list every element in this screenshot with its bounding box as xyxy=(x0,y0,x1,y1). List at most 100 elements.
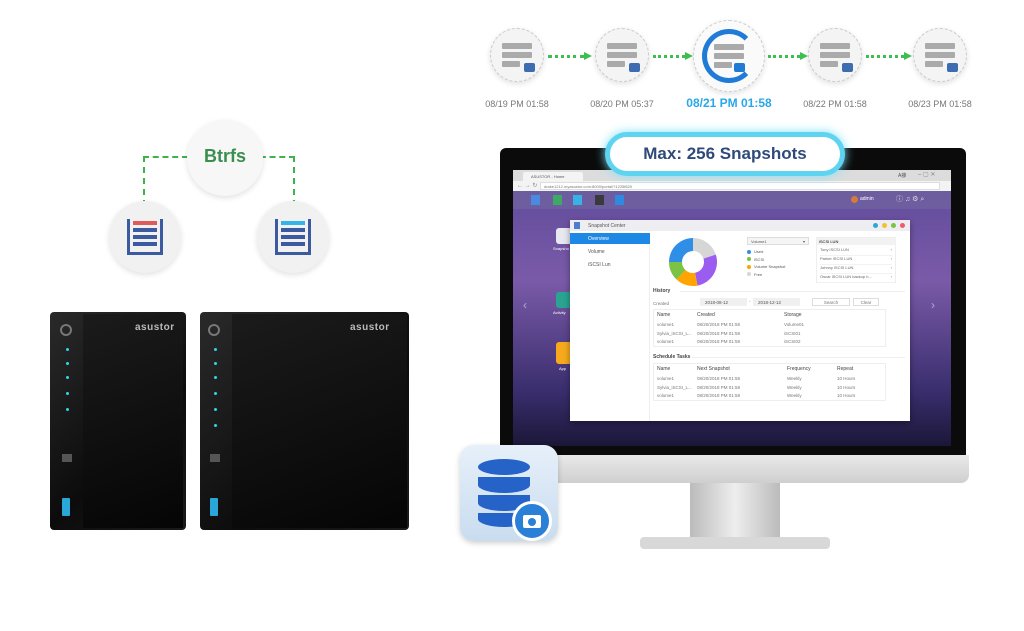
column-header[interactable]: Storage xyxy=(784,312,802,318)
desktop-icon-label: Snapsho xyxy=(553,246,569,251)
column-header[interactable]: Frequency xyxy=(787,366,811,372)
asustor-logo: asustor xyxy=(350,322,390,333)
help-button[interactable] xyxy=(873,223,878,228)
snapshot-node xyxy=(913,28,967,82)
close-button[interactable] xyxy=(900,223,905,228)
desktop-icon[interactable] xyxy=(556,292,572,308)
legend-label: Volume Snapshot xyxy=(754,264,786,269)
snapshot-time: 08/20 PM 05:37 xyxy=(590,99,654,109)
app-icon[interactable] xyxy=(531,195,540,205)
legend-item: Used xyxy=(747,249,785,254)
snapshot-center-window: Snapshot Center Overview Volume iSCSI Lu… xyxy=(570,220,910,421)
column-header[interactable]: Name xyxy=(657,366,671,372)
app-icon[interactable] xyxy=(573,195,582,205)
iscsi-lun-list: iSCSI LUN Tony iSCSI LUN›Parker iSCSI LU… xyxy=(816,237,896,283)
table-cell: volume1 xyxy=(657,322,675,327)
table-cell: iSCSI01 xyxy=(784,330,801,336)
avatar[interactable] xyxy=(851,196,858,203)
max-snapshots-text: Max: 256 Snapshots xyxy=(643,144,807,163)
column-header[interactable]: Name xyxy=(657,312,671,318)
snapshot-node xyxy=(808,28,862,82)
schedule-title: Schedule Tasks xyxy=(653,354,691,360)
window-controls[interactable]: – ▢ ✕ xyxy=(918,172,936,178)
arrow-icon xyxy=(653,52,693,60)
column-header[interactable]: Next Snapshot xyxy=(697,366,730,372)
taskbar-icons[interactable]: ⓘ ♫ ⚙ ⌕ xyxy=(896,196,925,203)
legend-item: Free xyxy=(747,272,785,277)
next-icon[interactable]: › xyxy=(931,298,935,312)
server-icon xyxy=(607,40,637,70)
camera-icon xyxy=(947,63,958,72)
iscsi-lun-item[interactable]: Johnny iSCSI LUN› xyxy=(820,265,892,274)
clear-button[interactable]: Clear xyxy=(853,298,879,306)
search-button[interactable]: Search xyxy=(812,298,850,306)
browser-tab[interactable]: ASUSTOR - Home xyxy=(523,172,583,181)
camera-icon xyxy=(734,63,745,72)
snapshot-time-active: 08/21 PM 01:58 xyxy=(686,96,772,110)
camera-icon xyxy=(512,501,552,541)
donut-slice xyxy=(669,262,686,280)
iscsi-lun-item[interactable]: Oscar iSCSI LUN backup h...› xyxy=(820,274,892,283)
url-bar[interactable]: drake1212.myasustor.com:8000/portal/?122… xyxy=(540,182,940,190)
maximize-button[interactable] xyxy=(891,223,896,228)
prev-icon[interactable]: ‹ xyxy=(523,298,527,312)
sidebar-item-iscsi-lun[interactable]: iSCSI Lun xyxy=(588,262,611,268)
btrfs-label: Btrfs xyxy=(203,146,246,166)
table-cell: Weekly xyxy=(787,384,802,390)
date-from-input[interactable]: 2018-08-12 xyxy=(700,298,747,306)
button-icon xyxy=(62,454,72,462)
column-header[interactable]: Repeat xyxy=(837,366,854,372)
usb-port xyxy=(210,498,218,516)
user-name[interactable]: admin xyxy=(860,196,874,202)
app-icon[interactable] xyxy=(553,195,562,205)
desktop-icon[interactable] xyxy=(556,342,572,364)
taskbar: admin ⓘ ♫ ⚙ ⌕ xyxy=(513,191,951,209)
volume-select[interactable]: Volume1▾ xyxy=(747,237,809,245)
app-icon xyxy=(574,222,580,229)
desktop-icon-label: Activity xyxy=(553,310,566,315)
camera-icon xyxy=(524,63,535,72)
table-cell: 08/20/2018 PM 01:58 xyxy=(697,339,741,344)
snapshot-node xyxy=(490,28,544,82)
table-cell: 10 Hours xyxy=(837,376,856,381)
sidebar-item-overview[interactable]: Overview xyxy=(570,233,650,244)
history-table: Name Created Storage volume1 08/20/2018 PM 0… xyxy=(653,309,886,347)
app-icon[interactable] xyxy=(595,195,604,205)
table-cell: 10 Hours xyxy=(837,393,856,398)
legend-swatch xyxy=(747,272,751,276)
server-icon xyxy=(502,40,532,70)
table-cell: 10 Hours xyxy=(837,384,856,390)
server-icon xyxy=(714,41,744,71)
nav-buttons[interactable]: ← → ↻ xyxy=(517,183,538,189)
legend-label: iSCSI xyxy=(754,256,765,262)
table-cell: 08/20/2018 PM 01:58 xyxy=(697,330,741,336)
window-user: A薛 xyxy=(898,173,907,179)
legend-item: iSCSI xyxy=(747,257,785,262)
table-cell: 08/20/2018 PM 01:58 xyxy=(697,376,741,381)
sidebar-item-volume[interactable]: Volume xyxy=(588,249,605,255)
max-snapshots-badge: Max: 256 Snapshots xyxy=(605,132,845,176)
legend-label: Used xyxy=(754,249,764,254)
donut-slice xyxy=(676,270,698,286)
legend-item: Volume Snapshot xyxy=(747,264,785,269)
iscsi-lun-name: Johnny iSCSI LUN xyxy=(820,265,854,270)
drive-icon xyxy=(109,201,181,273)
table-cell: Sylvia_iSCSI_L... xyxy=(657,384,692,390)
minimize-button[interactable] xyxy=(882,223,887,228)
table-cell: Volume01 xyxy=(784,322,805,327)
table-cell: 08/20/2018 PM 01:58 xyxy=(697,393,741,398)
usage-donut-chart xyxy=(669,238,717,286)
table-cell: volume1 xyxy=(657,393,675,398)
column-header[interactable]: Created xyxy=(697,312,715,318)
table-cell: Weekly xyxy=(787,393,802,398)
iscsi-lun-item[interactable]: Tony iSCSI LUN› xyxy=(820,247,892,256)
legend-swatch xyxy=(747,257,751,261)
donut-slice xyxy=(669,238,693,262)
date-to-input[interactable]: 2018-12-12 xyxy=(753,298,800,306)
iscsi-lun-item[interactable]: Parker iSCSI LUN› xyxy=(820,256,892,265)
nas-device-4bay: asustor xyxy=(200,312,409,530)
desktop-icon[interactable] xyxy=(556,228,572,244)
app-icon[interactable] xyxy=(615,195,624,205)
power-button xyxy=(60,324,72,336)
